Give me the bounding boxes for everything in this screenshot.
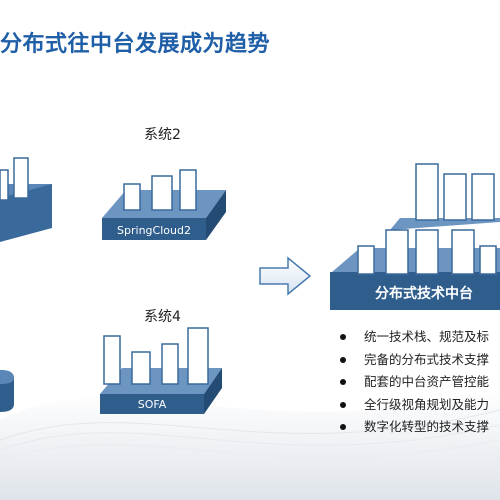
- list-item: 全行级视角规划及能力: [338, 394, 500, 417]
- list-item: 数字化转型的技术支撑: [338, 416, 500, 439]
- bullet-icon: [340, 401, 346, 408]
- bullet-icon: [340, 334, 346, 340]
- list-item: 配套的中台资产管控能: [338, 371, 500, 394]
- system2-platform-label: SpringCloud2: [117, 224, 191, 237]
- list-item: 完备的分布式技术支撑: [338, 349, 500, 372]
- page-title: 分布式往中台发展成为趋势: [0, 32, 271, 57]
- system4-platform: SOFA: [100, 327, 222, 414]
- list-item: 统一技术栈、规范及标: [338, 326, 500, 349]
- bullet-icon: [340, 379, 346, 385]
- system2-platform: SpringCloud2: [102, 169, 226, 240]
- feature-list: 统一技术栈、规范及标 完备的分布式技术支撑 配套的中台资产管控能 全行级视角规划…: [338, 326, 500, 439]
- system2-label: 系统2: [144, 127, 181, 143]
- middle-platform-diagram: 分布式技术中台: [330, 163, 500, 310]
- system4-label: 系统4: [144, 309, 181, 325]
- bullet-icon: [340, 424, 346, 430]
- system1-platform: [0, 157, 52, 242]
- background-wave: [0, 390, 500, 500]
- right-arrow-icon: [259, 256, 312, 296]
- system4-platform-label: SOFA: [138, 398, 167, 411]
- system3-database: [0, 370, 14, 412]
- middle-platform-label: 分布式技术中台: [375, 285, 473, 302]
- bullet-icon: [340, 356, 346, 363]
